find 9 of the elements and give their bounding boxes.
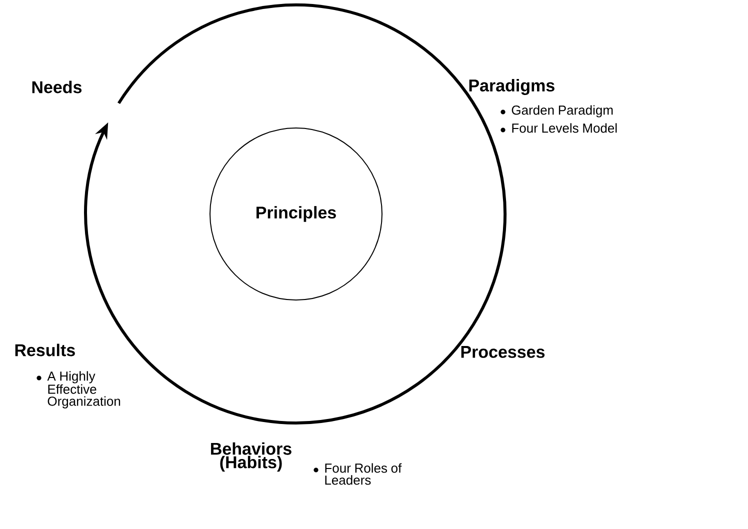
bullet-text: Four Levels Model [512, 123, 617, 133]
bullet-text: Garden Paradigm [512, 105, 613, 118]
bullet-text: A Highly Effective Organization [47, 371, 120, 408]
stage-label: Behaviors (Habits) [211, 442, 292, 472]
stage-label: Paradigms [469, 79, 554, 95]
bullet-text: Four Roles of Leaders [325, 463, 402, 485]
stage-label: Results [15, 344, 75, 356]
stage-label: Needs [32, 80, 82, 94]
stage-label: Processes [461, 346, 545, 358]
